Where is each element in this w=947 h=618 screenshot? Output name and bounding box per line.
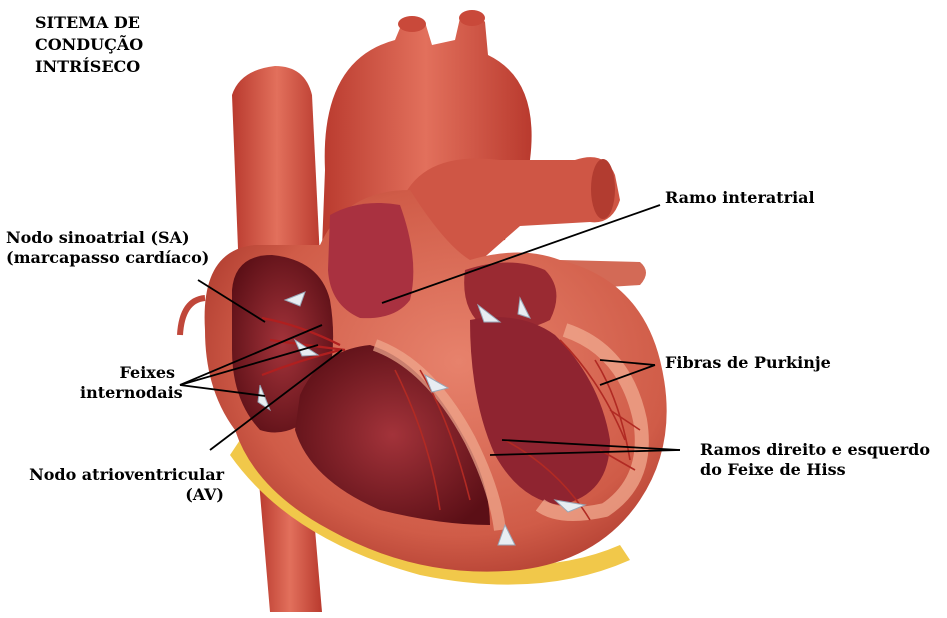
label-nodo-atrioventricular: Nodo atrioventricular (AV) (10, 465, 224, 505)
label-line: (marcapasso cardíaco) (6, 248, 209, 268)
title-line: SITEMA DE (35, 12, 143, 34)
label-line: internodais (80, 383, 175, 403)
label-nodo-sinoatrial: Nodo sinoatrial (SA) (marcapasso cardíac… (6, 228, 209, 268)
label-ramo-interatrial: Ramo interatrial (665, 188, 815, 208)
title-line: CONDUÇÃO (35, 34, 143, 56)
label-fibras-purkinje: Fibras de Purkinje (665, 353, 831, 373)
title-line: INTRÍSECO (35, 56, 143, 78)
label-ramos-feixe-hiss: Ramos direito e esquerdo do Feixe de His… (700, 440, 930, 480)
label-feixes-internodais: Feixes internodais (80, 363, 175, 403)
label-line: (AV) (10, 485, 224, 505)
label-line: do Feixe de Hiss (700, 460, 930, 480)
label-line: Nodo atrioventricular (10, 465, 224, 485)
diagram-title: SITEMA DE CONDUÇÃO INTRÍSECO (35, 12, 143, 78)
left-atrium (328, 203, 413, 318)
label-line: Feixes (80, 363, 175, 383)
label-line: Ramos direito e esquerdo (700, 440, 930, 460)
label-line: Nodo sinoatrial (SA) (6, 228, 209, 248)
